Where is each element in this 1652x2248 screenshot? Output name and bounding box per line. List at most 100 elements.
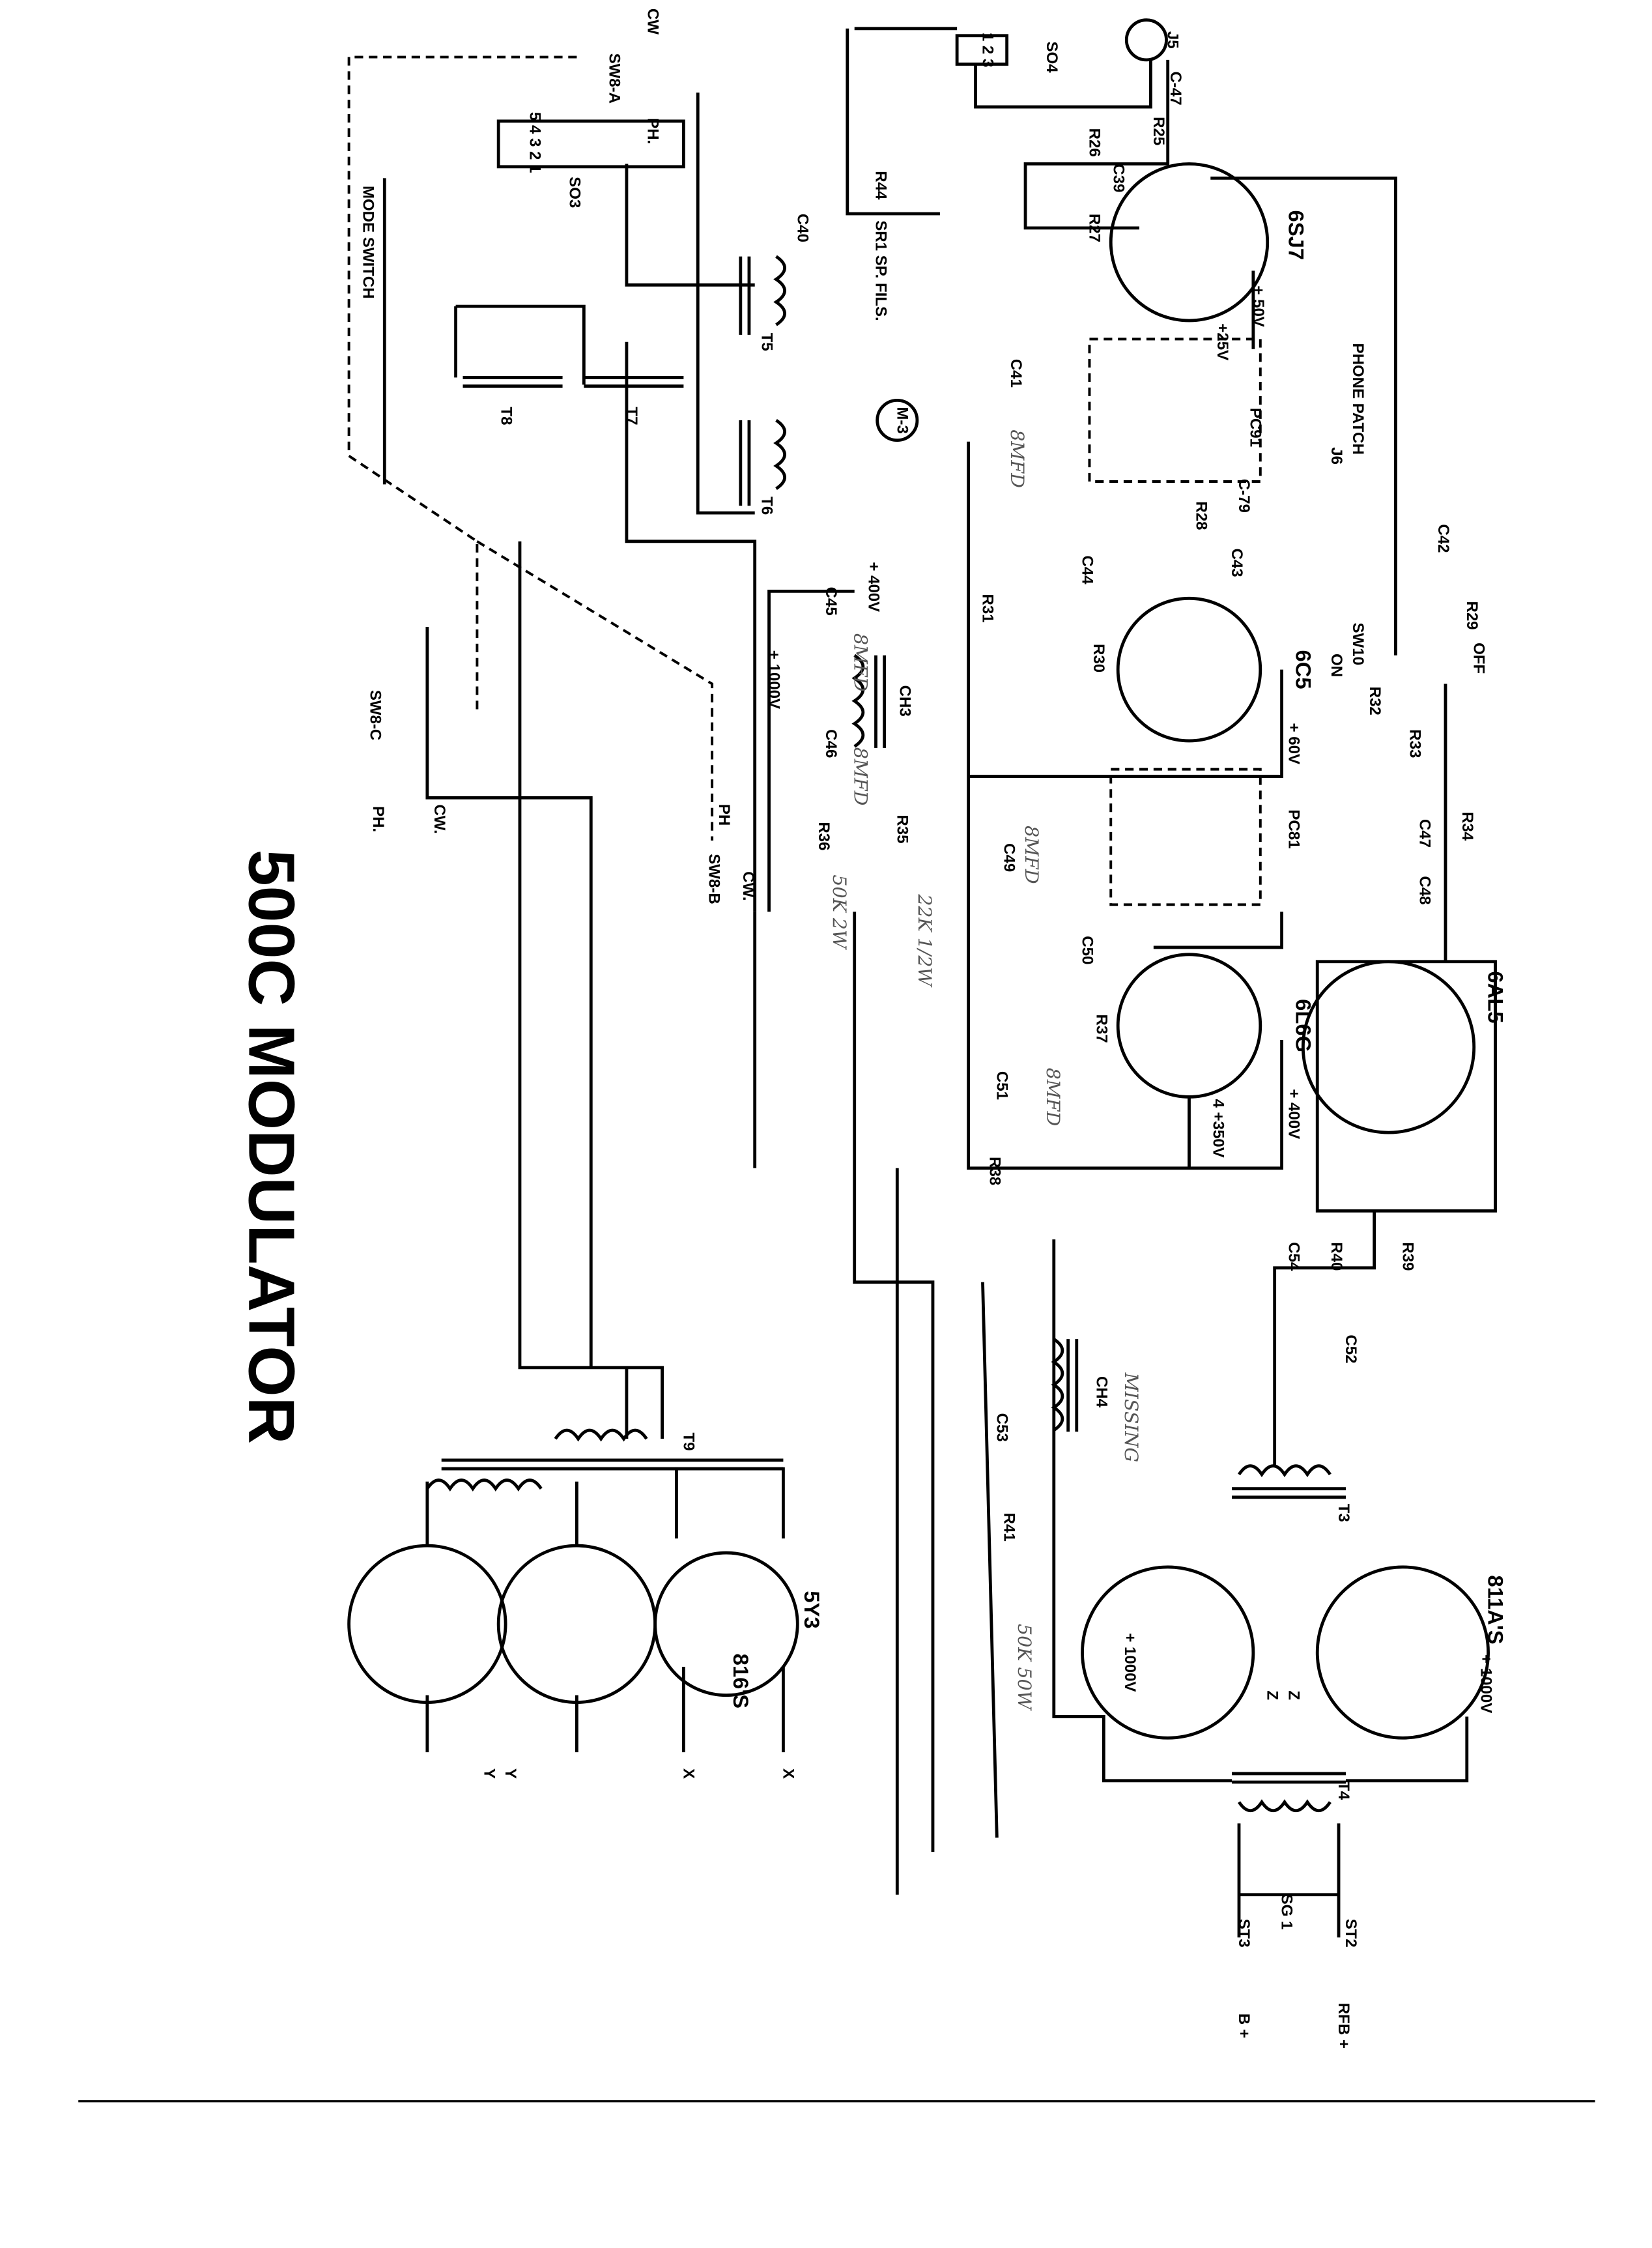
label-t7: T7 (623, 407, 640, 425)
label-x2: X (779, 1768, 797, 1779)
label-c53: C53 (993, 1413, 1010, 1442)
so4-connector (955, 34, 1009, 66)
tube-811a-2 (1315, 1565, 1490, 1740)
label-ch3: CH3 (896, 685, 914, 717)
label-c47: C47 (1416, 819, 1434, 848)
label-n8: MISSING (1120, 1372, 1142, 1463)
label-j5: J5 (1164, 31, 1182, 49)
label-v400b: + 400V (1285, 1089, 1303, 1139)
label-x1: X (679, 1768, 697, 1779)
tube-816-2 (496, 1544, 657, 1705)
wiring (382, 27, 1469, 1938)
label-off: OFF (1470, 642, 1488, 674)
label-m3: M-3 (893, 407, 911, 433)
tube-5y3 (653, 1551, 799, 1697)
label-r40: R40 (1328, 1242, 1345, 1271)
label-c40: C40 (793, 214, 811, 242)
label-811a: 811A'S (1484, 1575, 1508, 1644)
transformers (425, 255, 1346, 1813)
label-6sj7: 6SJ7 (1285, 210, 1309, 261)
tube-6l6g (1116, 953, 1262, 1099)
label-n1: 8MFD (1006, 429, 1028, 488)
label-sw8a: SW8-A (606, 53, 623, 104)
label-phone: PHONE PATCH (1349, 343, 1367, 455)
label-v50: + 50V (1249, 285, 1267, 326)
label-6al5: 6AL5 (1484, 971, 1508, 1023)
label-so4: SO4 (1043, 41, 1061, 73)
label-mode: MODE SWITCH (359, 186, 377, 299)
tube-labels: 6SJ7 6C5 6L6G 6AL5 811A'S 5Y3 816'S (729, 210, 1508, 1708)
label-r36: R36 (815, 822, 833, 850)
label-sw8c: SW8-C (366, 690, 384, 740)
label-c46: C46 (822, 729, 840, 758)
label-n6: 50K 2W (829, 874, 850, 950)
label-r37: R37 (1092, 1014, 1110, 1043)
mode-switch-linkage (347, 55, 714, 841)
label-t4: T4 (1335, 1781, 1352, 1800)
tube-6c5 (1116, 596, 1262, 743)
label-z1: Z (1264, 1690, 1281, 1700)
label-sw8b: SW8-B (705, 854, 723, 904)
label-c48: C48 (1416, 876, 1434, 904)
label-v350: 4 +350V (1210, 1099, 1227, 1157)
label-v60: + 60V (1285, 723, 1303, 764)
label-t8: T8 (498, 407, 515, 425)
tube-816-1 (347, 1544, 507, 1705)
label-v1000c: + 1000V (1121, 1633, 1139, 1692)
label-c49: C49 (1000, 843, 1018, 872)
label-r30: R30 (1090, 644, 1107, 672)
label-816: 816'S (729, 1654, 753, 1708)
label-c45: C45 (822, 587, 840, 616)
label-r33: R33 (1406, 729, 1423, 758)
label-sr1: SR1 SP. FILS. (872, 220, 890, 321)
label-st3: ST3 (1235, 1919, 1253, 1948)
label-sg1: SG 1 (1278, 1894, 1296, 1930)
label-rfb: RFB + (1335, 2003, 1352, 2049)
label-n9: 50K 50W (1014, 1624, 1035, 1712)
label-v1000a: + 1000V (765, 650, 783, 709)
label-c44: C44 (1079, 556, 1096, 585)
label-on: ON (1328, 654, 1345, 677)
label-ph2: PH. (369, 806, 387, 832)
label-r39: R39 (1399, 1242, 1416, 1271)
label-r34: R34 (1459, 812, 1476, 841)
label-so3: SO3 (565, 177, 583, 208)
label-bplus: B + (1235, 2013, 1253, 2038)
label-r25: R25 (1150, 117, 1167, 145)
label-v25: +25V (1214, 323, 1231, 360)
label-c47a: C-47 (1167, 72, 1184, 106)
label-c52: C52 (1342, 1334, 1360, 1363)
label-sw10: SW10 (1349, 623, 1367, 665)
label-c54: C54 (1285, 1242, 1303, 1271)
label-n2: 8MFD (850, 633, 872, 692)
tube-6sj7 (1109, 162, 1270, 323)
label-v400a: + 400V (865, 562, 883, 612)
label-t9: T9 (679, 1433, 697, 1451)
label-so3pins: 5 4 3 2 1 (526, 112, 543, 173)
label-y2: Y (502, 1768, 519, 1779)
label-cw2: CW. (431, 804, 448, 833)
label-y1: Y (480, 1768, 498, 1779)
label-cw3: CW. (739, 871, 757, 901)
label-c39: C39 (1110, 164, 1128, 192)
label-r44: R44 (872, 171, 890, 200)
label-r26: R26 (1085, 128, 1103, 157)
meter-m3 (876, 399, 919, 442)
label-6c5: 6C5 (1291, 650, 1315, 689)
label-r31: R31 (978, 594, 996, 623)
label-c51: C51 (993, 1071, 1010, 1100)
j5-jack (1124, 18, 1168, 62)
label-r27: R27 (1085, 214, 1103, 242)
label-n4: 8MFD (1021, 826, 1042, 884)
label-pc81: PC81 (1285, 809, 1303, 848)
label-n3: 8MFD (850, 747, 872, 806)
label-c79: C-79 (1235, 479, 1253, 513)
label-so4pins: 1 2 3 (978, 33, 996, 67)
label-t5: T5 (758, 333, 776, 351)
label-r29: R29 (1463, 601, 1481, 629)
label-6l6g: 6L6G (1291, 999, 1315, 1052)
label-c42: C42 (1434, 524, 1452, 553)
label-ph1: PH. (644, 118, 662, 144)
